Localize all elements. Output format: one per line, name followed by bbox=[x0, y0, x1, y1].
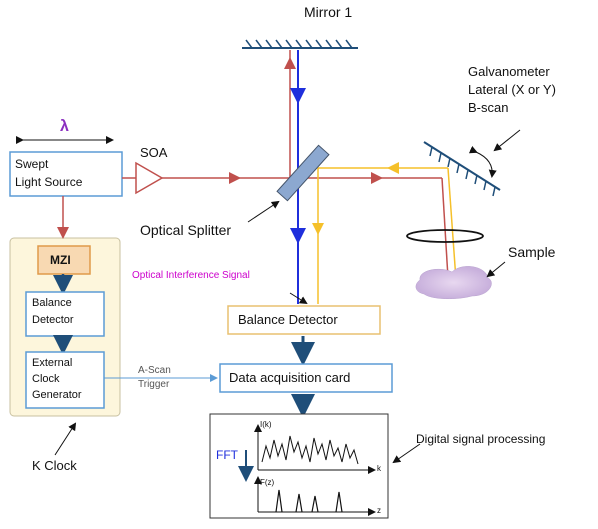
interference-pointer-arrow bbox=[289, 292, 308, 305]
soa-label: SOA bbox=[140, 145, 168, 160]
k-clock-label: K Clock bbox=[32, 458, 77, 473]
balance-detector-label: Balance Detector bbox=[238, 312, 338, 327]
sample-label: Sample bbox=[508, 244, 556, 260]
kclock-balance-detector-box bbox=[25, 291, 105, 337]
fz-peaks bbox=[275, 489, 343, 513]
external-clock-line1: External bbox=[32, 357, 73, 369]
galvo-label-line2: Lateral (X or Y) bbox=[468, 82, 556, 97]
ascan-trigger-line2: Trigger bbox=[138, 379, 170, 390]
interference-signal-label: Optical Interference Signal bbox=[132, 270, 250, 281]
mzi-label: MZI bbox=[50, 253, 71, 267]
fz-label: F(z) bbox=[260, 478, 275, 487]
beam-galvo-sample bbox=[441, 177, 449, 279]
soa-amplifier bbox=[135, 161, 164, 195]
swept-source-line2: Light Source bbox=[15, 175, 83, 189]
kclock-pointer-arrow bbox=[54, 422, 77, 456]
ik-label: I(k) bbox=[260, 420, 272, 429]
kclock-balance-line1: Balance bbox=[32, 297, 72, 309]
objective-lens bbox=[406, 229, 484, 243]
external-clock-line2: Clock bbox=[32, 373, 60, 385]
lambda-symbol: λ bbox=[60, 118, 69, 135]
ik-signal bbox=[261, 435, 359, 465]
external-clock-generator-box bbox=[25, 351, 105, 409]
swept-light-source-box bbox=[9, 151, 123, 197]
galvo-label-line1: Galvanometer bbox=[468, 64, 550, 79]
k-axis-label: k bbox=[377, 464, 381, 473]
galvo-rotation-arrow bbox=[468, 145, 497, 178]
fft-label: FFT bbox=[216, 448, 238, 462]
optical-splitter-label: Optical Splitter bbox=[140, 222, 232, 238]
beam-sample-return bbox=[447, 167, 457, 281]
galvo-pointer-arrow bbox=[493, 129, 521, 152]
kclock-balance-line2: Detector bbox=[32, 314, 74, 326]
optical-splitter bbox=[276, 144, 330, 202]
daq-card-label: Data acquisition card bbox=[229, 370, 351, 385]
mirror-1-label: Mirror 1 bbox=[304, 4, 353, 20]
balance-detector-box bbox=[227, 305, 381, 335]
daq-card-box bbox=[219, 363, 393, 393]
external-clock-line3: Generator bbox=[32, 389, 82, 401]
galvanometer-mirror bbox=[423, 141, 501, 197]
sample-pointer-arrow bbox=[486, 261, 506, 278]
galvo-label-line3: B-scan bbox=[468, 100, 509, 115]
dsp-label: Digital signal processing bbox=[416, 432, 546, 446]
z-axis-label: z bbox=[377, 506, 381, 515]
dsp-box bbox=[209, 413, 389, 519]
mirror-1 bbox=[242, 39, 358, 49]
ascan-trigger-line1: A-Scan bbox=[138, 365, 171, 376]
dsp-pointer-arrow bbox=[392, 443, 421, 464]
sample-tissue bbox=[415, 266, 492, 299]
swept-source-line1: Swept bbox=[15, 157, 49, 171]
splitter-pointer-arrow bbox=[247, 200, 280, 223]
